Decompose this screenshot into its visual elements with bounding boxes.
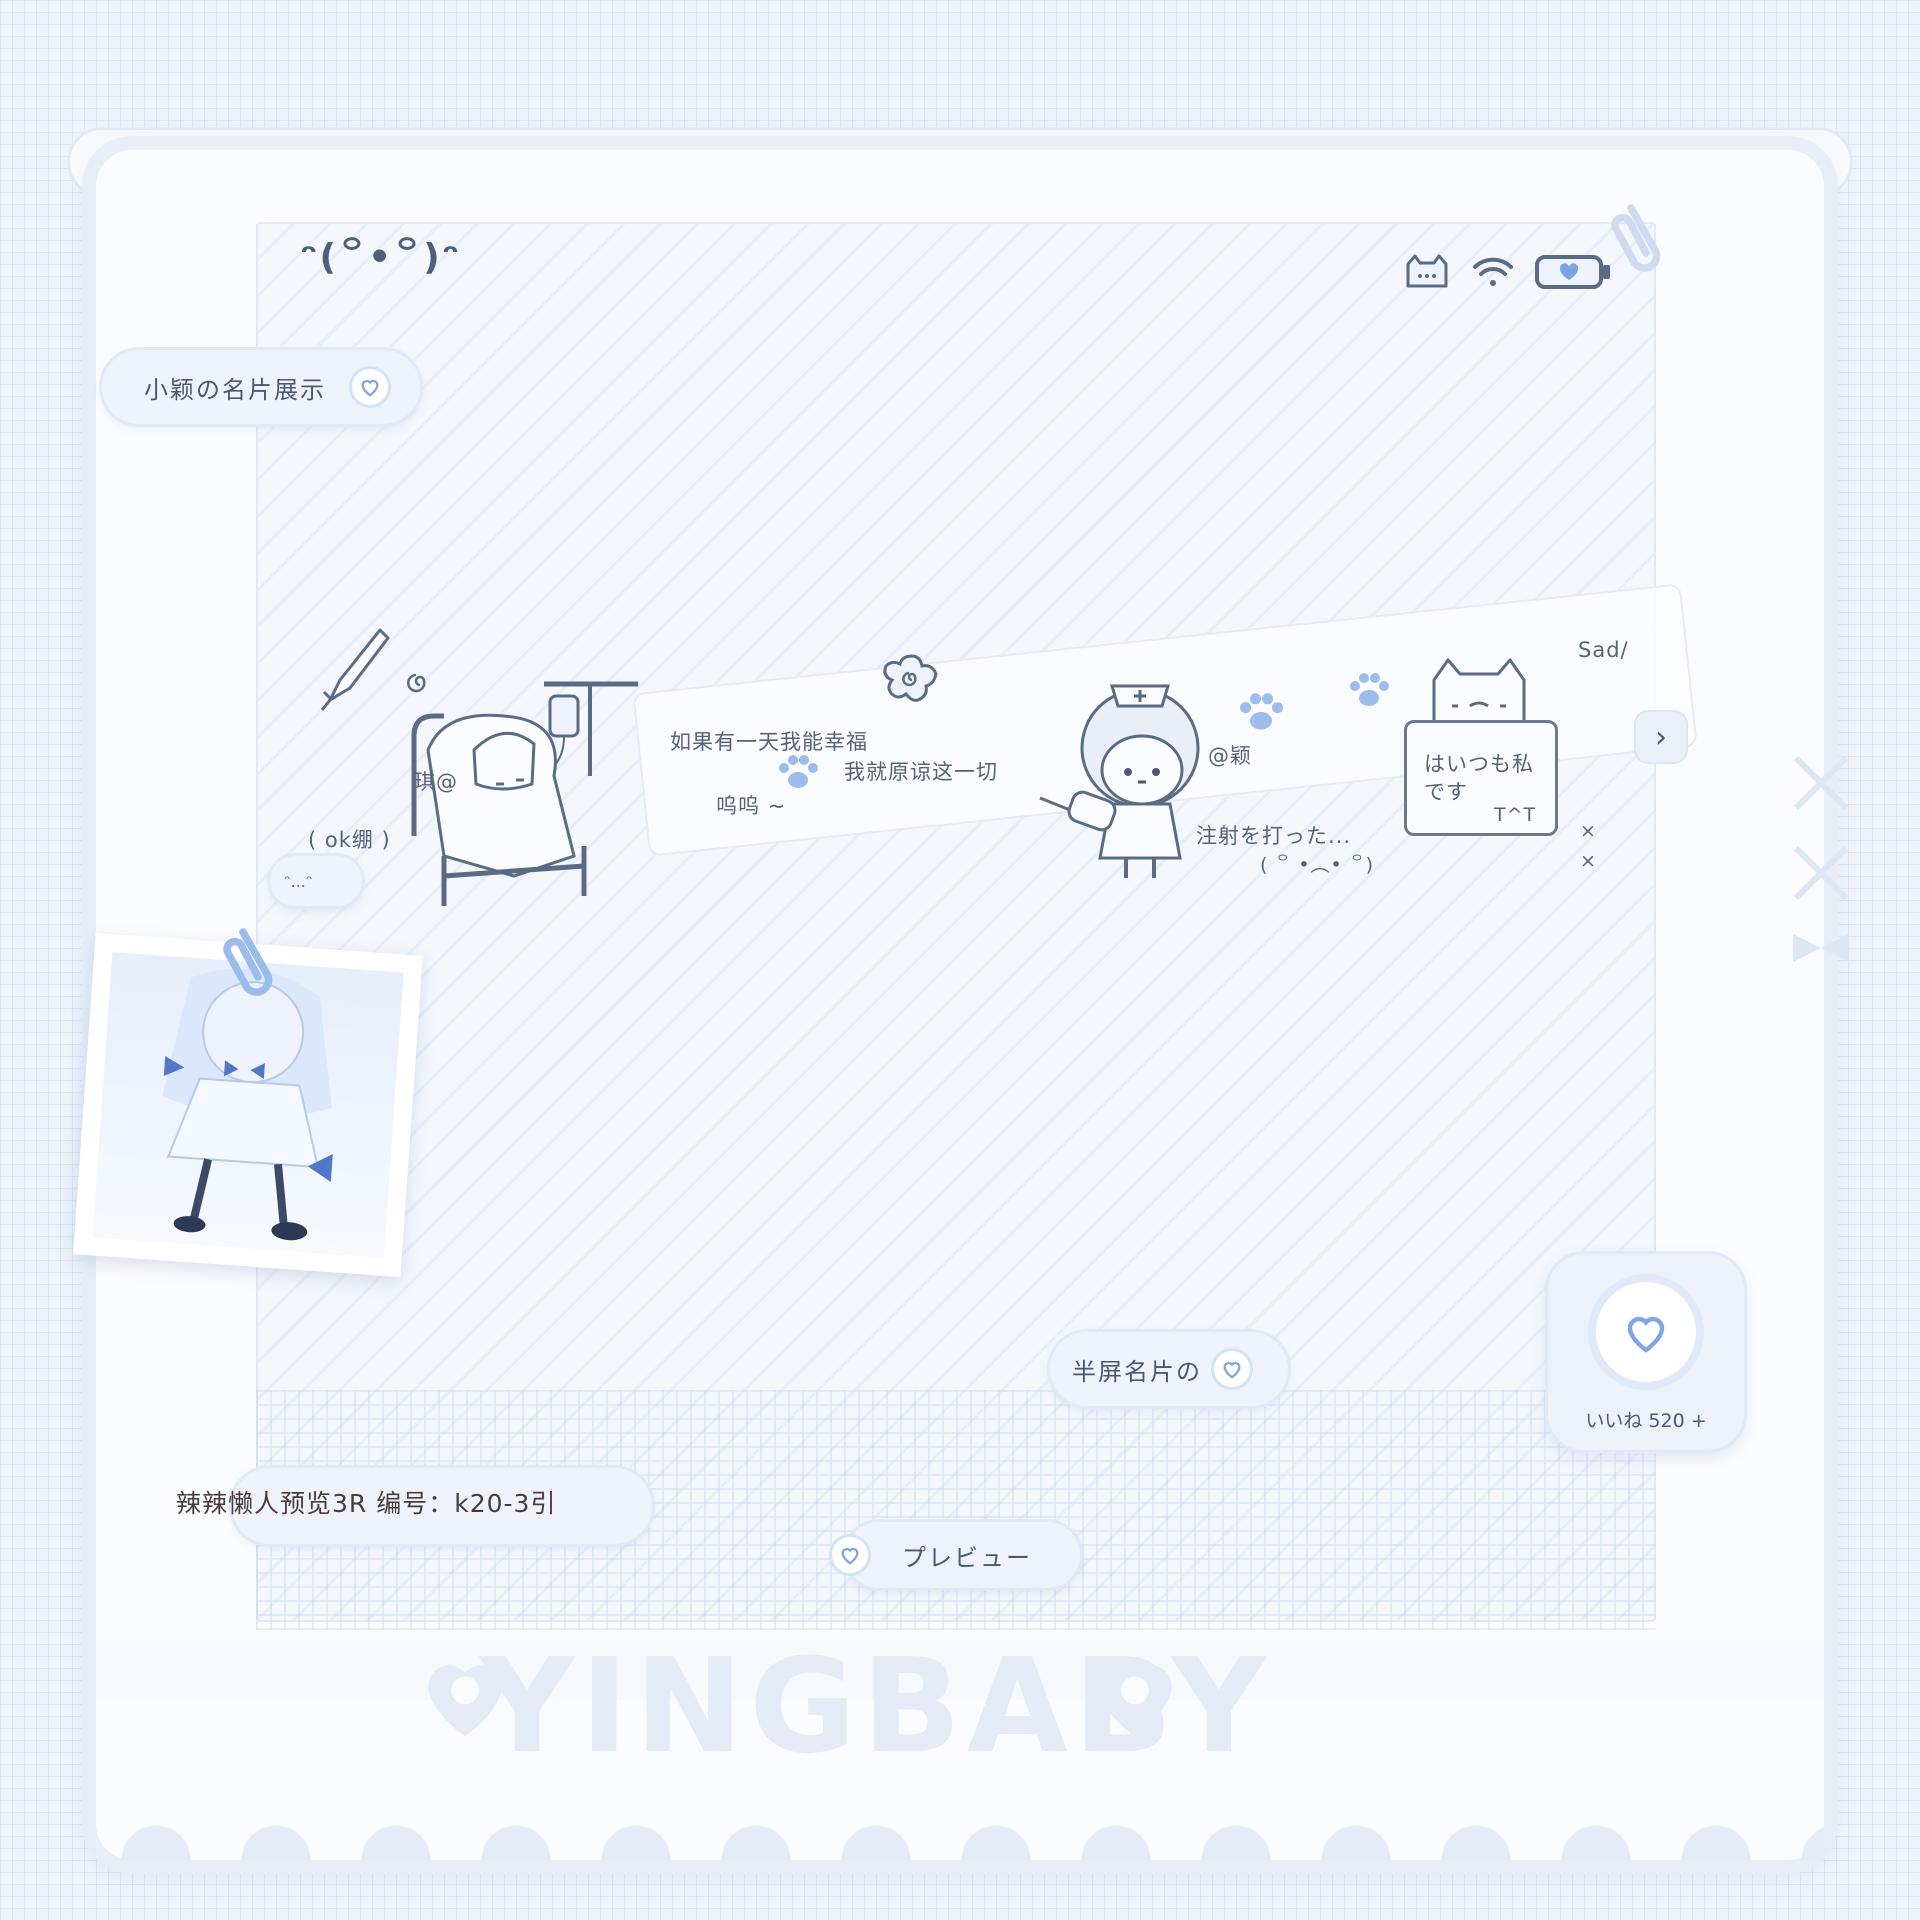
cat-icon: [1406, 254, 1448, 288]
paw-icon: [1350, 673, 1389, 706]
sick-cat-in-bed-illustration: [411, 681, 638, 906]
cat-head-illustration: [1432, 658, 1526, 732]
sign-line-2: です: [1424, 780, 1468, 804]
half-screen-label: 半屏名片の: [1072, 1357, 1202, 1386]
like-widget[interactable]: いいね 520 +: [1548, 1254, 1744, 1450]
message-line-1: 如果有一天我能幸福: [670, 730, 868, 754]
sob-text: 呜呜 ~: [716, 794, 787, 818]
battery-icon: [1535, 255, 1610, 289]
kaomoji-small: ( ꒪ •︵• ꒪): [1260, 854, 1375, 876]
cross-ribbon-decoration: [1793, 755, 1849, 962]
heart-icon: [1627, 1316, 1665, 1353]
paperclip-icon: [223, 928, 273, 996]
next-arrow-button[interactable]: ›: [1636, 712, 1686, 762]
heart-icon: [1214, 1351, 1250, 1387]
close-x-1[interactable]: ×: [1580, 820, 1597, 842]
bottom-scallop: [96, 1790, 1824, 1860]
nurse-girl-illustration: [1039, 684, 1200, 878]
phone-screen: [256, 222, 1656, 1622]
character-photo-card: [73, 932, 423, 1278]
paperclip-icon: [1611, 204, 1661, 272]
title-pill[interactable]: 小颖の名片展示: [102, 350, 420, 424]
sad-text: Sad/: [1578, 638, 1629, 662]
swirl-icon: [407, 673, 426, 693]
character-illustration: [92, 952, 404, 1258]
paw-icon: [779, 755, 818, 788]
bottom-bar: [96, 1640, 1824, 1700]
at-user: @颖: [1208, 744, 1252, 768]
product-info: 辣辣懒人预览3R 编号：k20-3引: [176, 1489, 557, 1518]
title-label: 小颖の名片展示: [144, 375, 326, 404]
wifi-icon: [1473, 257, 1513, 286]
injection-text: 注射を打った...: [1196, 824, 1352, 848]
header-kaomoji: ᵔ(꒪•꒪)ᵔ: [300, 237, 462, 278]
ok-tag: ( ok绷 ): [308, 828, 391, 852]
sign-tt: T^T: [1494, 804, 1537, 826]
message-line-2: 我就原谅这一切: [844, 760, 998, 784]
watermark-heart-icon: [428, 1665, 502, 1737]
half-screen-pill[interactable]: 半屏名片の: [1050, 1332, 1288, 1406]
flower-swirl-icon: [883, 654, 938, 702]
sign-board: [1404, 720, 1558, 836]
close-x-2[interactable]: ×: [1580, 850, 1597, 872]
pencil-icon: [320, 628, 390, 711]
info-pill: [232, 1468, 652, 1544]
like-button[interactable]: [1596, 1282, 1696, 1382]
heart-icon: [832, 1537, 868, 1573]
mini-cat-pill: ᵔ...ᵔ: [270, 856, 362, 906]
heart-icon: [352, 369, 388, 405]
preview-button[interactable]: プレビュー: [832, 1522, 1080, 1588]
paw-icon: [1240, 693, 1283, 730]
sign-line-1: はいつも私: [1424, 752, 1534, 776]
like-count: いいね 520 +: [1585, 1410, 1707, 1432]
preview-label: プレビュー: [902, 1543, 1032, 1572]
user-tag-left: 琪@: [414, 770, 458, 794]
watermark-heart-icon: [1098, 1665, 1172, 1737]
